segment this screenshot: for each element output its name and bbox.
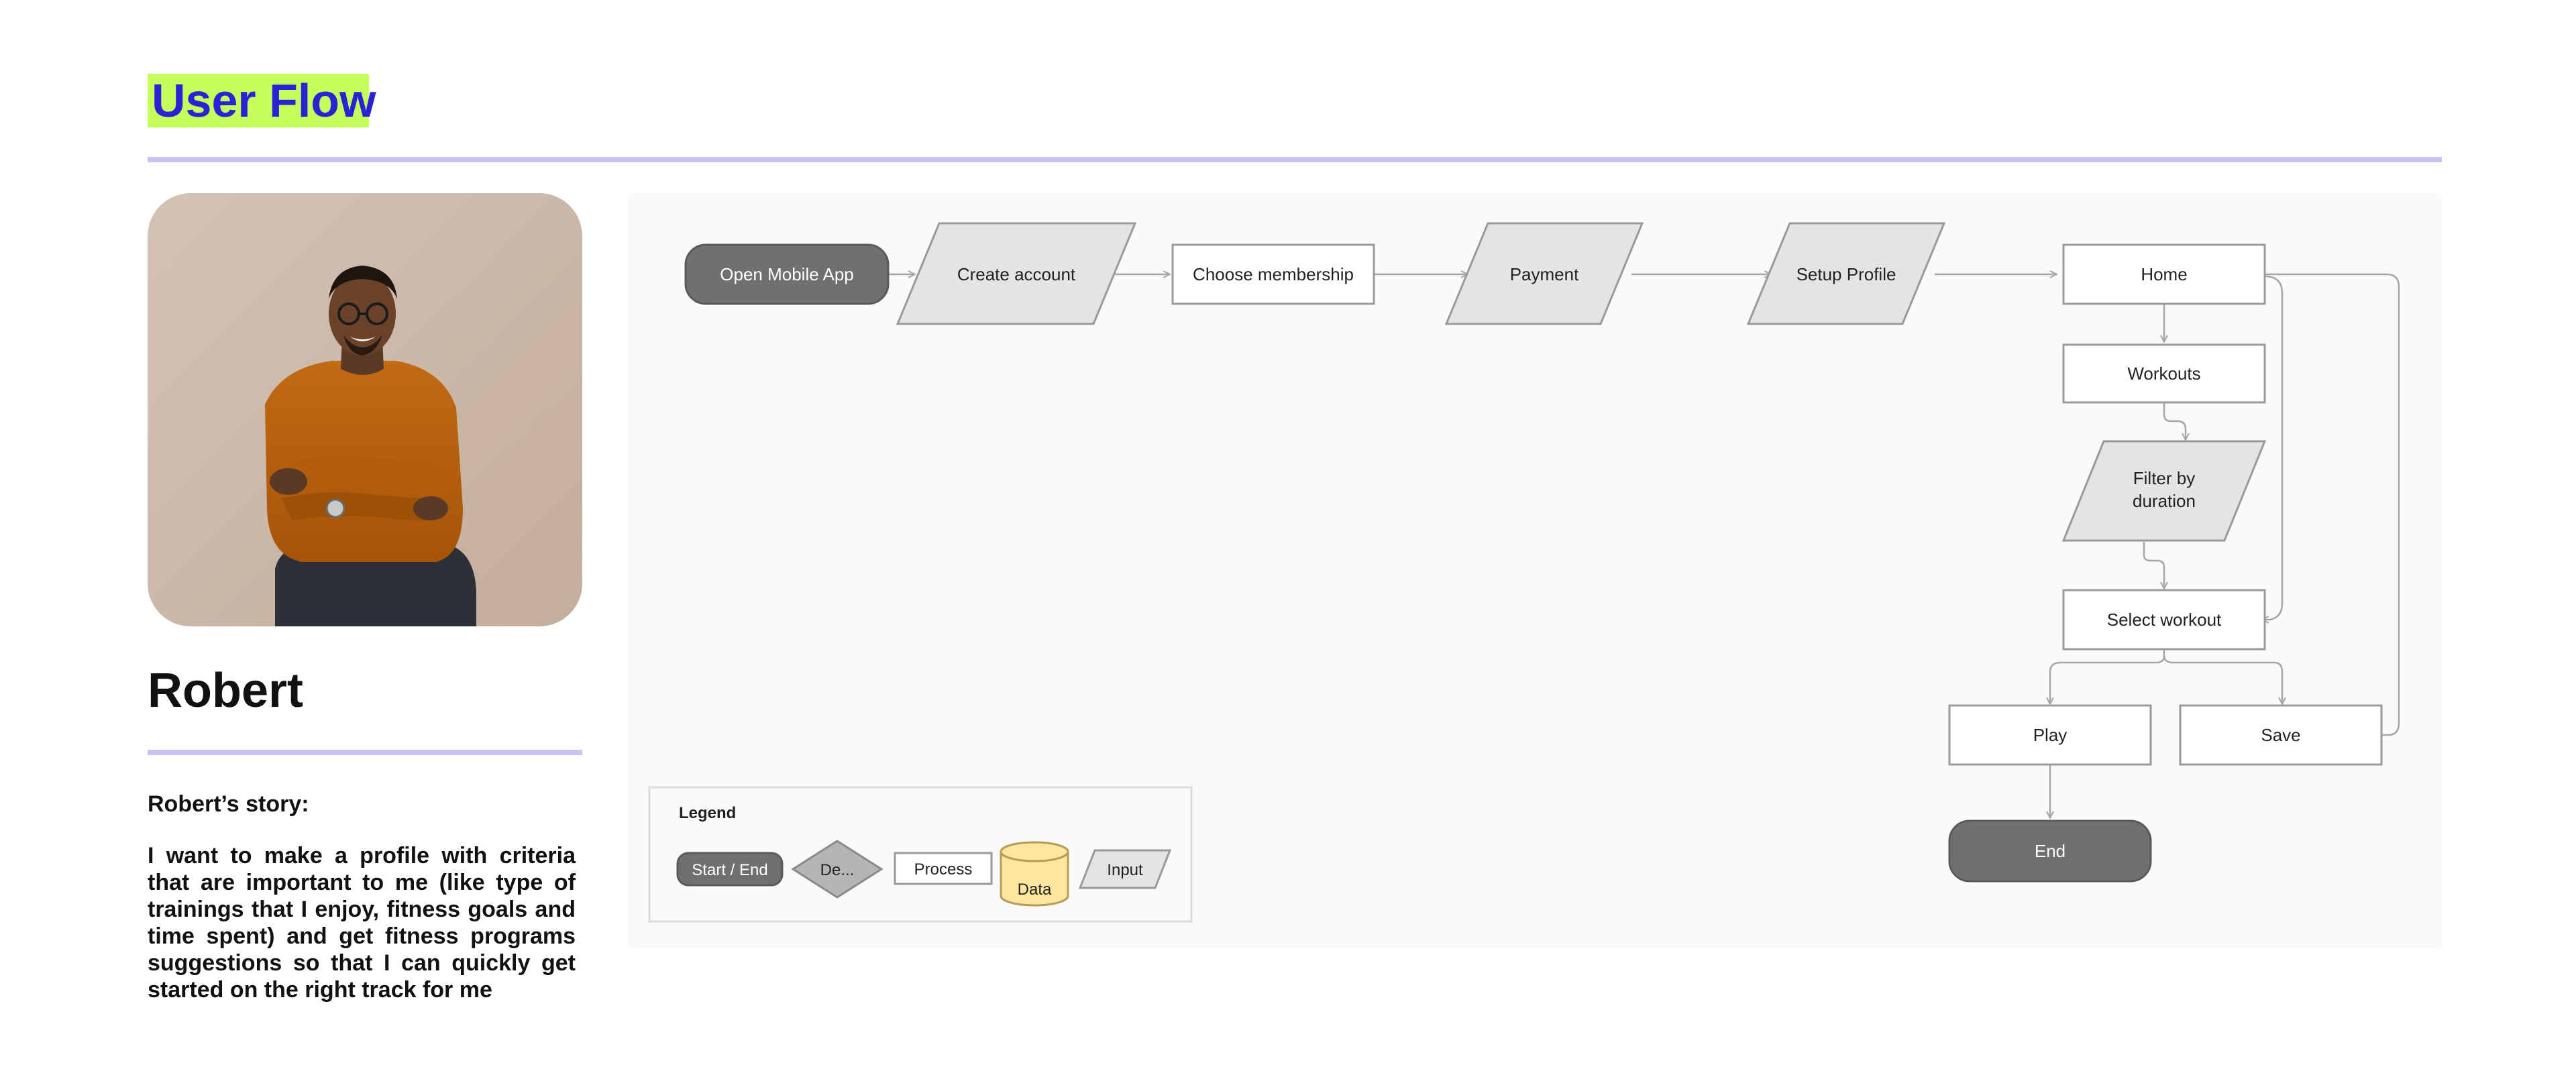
persona-photo: [148, 193, 582, 626]
node-end[interactable]: End: [1948, 820, 2152, 883]
svg-text:Start / End: Start / End: [692, 861, 767, 879]
legend-input: Input: [1078, 849, 1172, 889]
node-select-workout[interactable]: Select workout: [2062, 589, 2266, 651]
svg-text:Process: Process: [914, 860, 973, 879]
svg-text:End: End: [2035, 841, 2065, 861]
title-divider: [148, 157, 2442, 162]
node-save[interactable]: Save: [2179, 704, 2383, 766]
svg-text:Home: Home: [2141, 264, 2187, 284]
node-home[interactable]: Home: [2062, 243, 2266, 305]
node-create-account[interactable]: Create account: [896, 222, 1137, 325]
legend: Legend Start / End De... Process Data In…: [648, 786, 1193, 923]
svg-text:Save: Save: [2261, 725, 2300, 745]
svg-text:Open Mobile App: Open Mobile App: [720, 264, 853, 284]
name-divider: [148, 750, 582, 755]
legend-start-end: Start / End: [676, 852, 784, 887]
legend-process: Process: [894, 852, 993, 885]
node-open-mobile-app[interactable]: Open Mobile App: [684, 243, 890, 305]
node-setup-profile[interactable]: Setup Profile: [1746, 222, 1946, 325]
title-highlight: [148, 74, 369, 127]
svg-text:Setup Profile: Setup Profile: [1796, 264, 1896, 284]
svg-text:Input: Input: [1107, 861, 1143, 879]
svg-text:Data: Data: [1018, 881, 1052, 899]
node-choose-membership[interactable]: Choose membership: [1171, 243, 1375, 305]
connector-home-select: [2259, 275, 2284, 620]
connector-select-save: [2163, 655, 2282, 704]
svg-text:Create account: Create account: [957, 264, 1076, 284]
svg-text:Filter by: Filter by: [2133, 468, 2195, 488]
node-play[interactable]: Play: [1948, 704, 2152, 766]
flow-canvas: Open Mobile App Create account Choose me…: [628, 193, 2442, 948]
connector-select-play: [2050, 649, 2165, 704]
connector-workouts-filter: [2163, 401, 2186, 440]
svg-text:Payment: Payment: [1510, 264, 1579, 284]
user-flow-diagram: Open Mobile App Create account Choose me…: [648, 222, 2400, 923]
svg-text:Play: Play: [2033, 725, 2068, 745]
persona-name: Robert: [148, 664, 303, 718]
story-text: I want to make a profile with criteria t…: [148, 843, 576, 1003]
person-photo-icon: [148, 193, 582, 626]
connector-filter-select: [2143, 542, 2164, 589]
legend-data: Data: [1000, 841, 1069, 907]
svg-text:Choose membership: Choose membership: [1193, 264, 1354, 284]
svg-text:Select workout: Select workout: [2107, 610, 2222, 630]
svg-text:duration: duration: [2133, 491, 2196, 511]
legend-decision: De...: [791, 840, 883, 899]
svg-text:Workouts: Workouts: [2127, 363, 2200, 384]
page-title: User Flow: [152, 74, 376, 127]
node-payment[interactable]: Payment: [1444, 222, 1644, 325]
svg-text:De...: De...: [820, 861, 855, 879]
node-filter-by-duration[interactable]: Filter by duration: [2061, 440, 2267, 542]
node-workouts[interactable]: Workouts: [2062, 343, 2266, 404]
connector-save-home: [2259, 273, 2400, 736]
story-heading: Robert’s story:: [148, 791, 309, 817]
legend-title: Legend: [679, 804, 736, 822]
